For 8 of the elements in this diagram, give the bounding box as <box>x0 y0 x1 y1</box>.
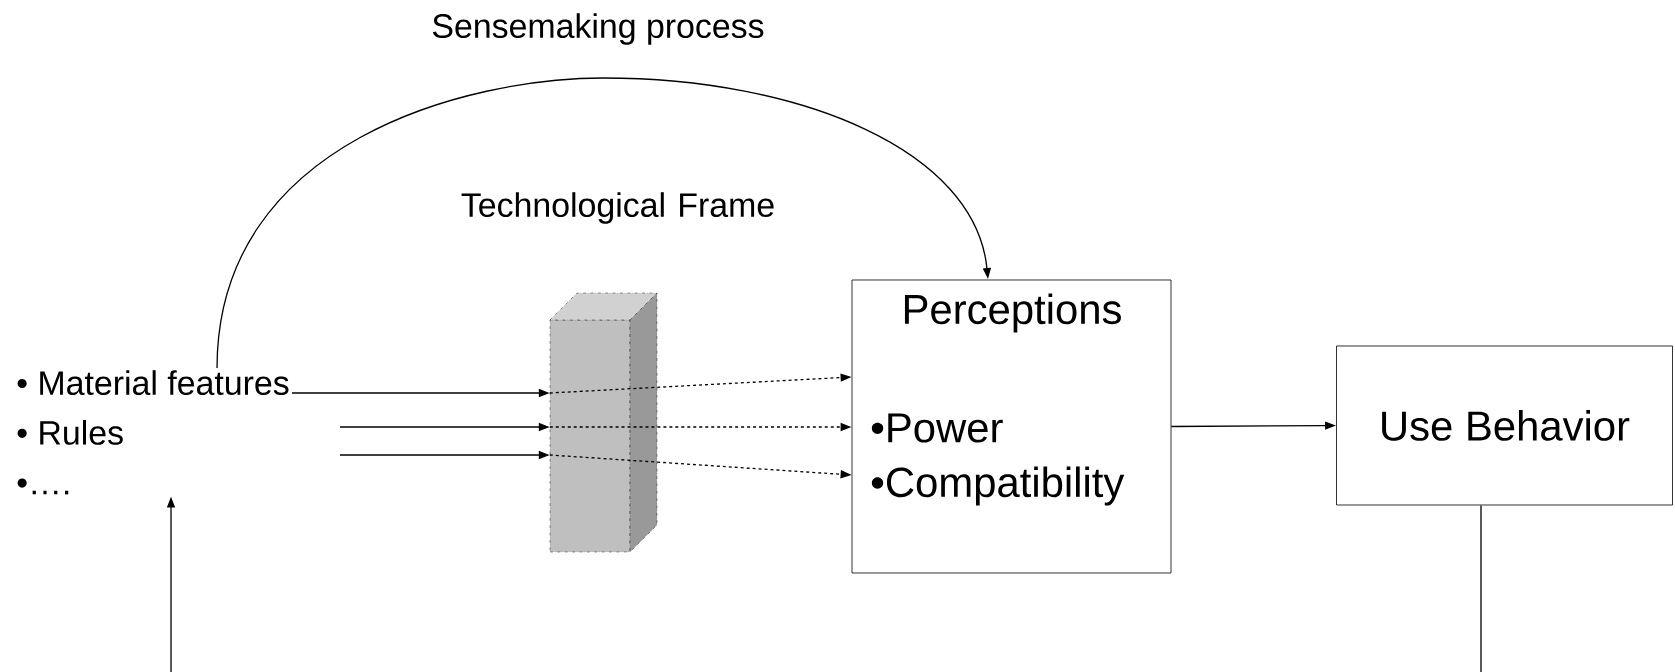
box-heading: Perceptions <box>904 293 1121 333</box>
arrow <box>216 77 992 369</box>
bullet-item: •Power <box>871 413 1003 443</box>
frame-title: Technological Frame <box>461 192 774 224</box>
bullet-list: • Material features • Rules •…. <box>17 370 289 495</box>
bullet-item: •Compatibility <box>871 466 1125 506</box>
behavior-box: Use Behavior <box>1336 345 1673 506</box>
edge-label: Sensemaking process <box>432 13 764 45</box>
